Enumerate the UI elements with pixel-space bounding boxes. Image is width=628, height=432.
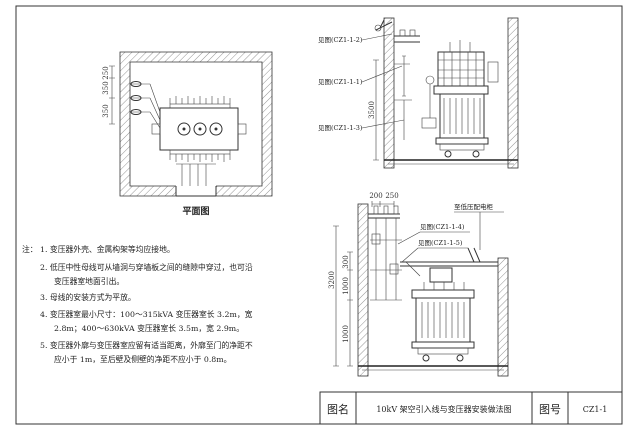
elev-bot-dim-side-2: 1000 [342, 277, 350, 295]
elev-bot-label-distribution: 至低压配电柜 [454, 202, 494, 211]
elev-bot-dim-side-1: 300 [342, 255, 350, 268]
plan-view-title: 平面图 [182, 206, 209, 217]
elev-top-label-2: 见图(CZ1-1-1) [318, 78, 363, 86]
plan-door-opening [176, 184, 216, 198]
elev-bot-label-2: 见图(CZ1-1-5) [418, 239, 463, 247]
elev-bot-left-wall [357, 203, 369, 377]
note-1: 1. 变压器外壳、金属构架等均应接地。 [40, 244, 175, 254]
elevation-top: 见图(CZ1-1-2) 见图(CZ1-1-1) 见图(CZ1-1-3) 3500 [318, 17, 519, 169]
title-block-number: CZ1-1 [583, 405, 608, 414]
plan-dim-3: 350 [102, 104, 110, 117]
elev-bot-label-1: 见图(CZ1-1-4) [420, 223, 465, 231]
note-3: 3. 母线的安装方式为平放。 [40, 292, 136, 302]
elev-bot-transformer [411, 267, 475, 362]
elev-bot-right-wall [497, 257, 509, 377]
note-5-cont: 应小于 1m，至后壁及侧壁的净距不应小于 0.8m。 [54, 354, 231, 364]
elev-top-left-wall [383, 17, 395, 169]
plan-view: 250 350 350 平面图 [102, 51, 273, 217]
elev-top-label-3: 见图(CZ1-1-3) [318, 124, 363, 132]
plan-wall [119, 51, 273, 197]
elev-top-insulators [374, 19, 420, 43]
elev-top-transformer [421, 40, 499, 158]
note-4-cont: 2.8m；400～630kVA 变压器室长 3.5m，宽 2.9m。 [54, 323, 244, 333]
title-block-name: 10kV 架空引入线与变压器安装做法图 [376, 404, 511, 414]
note-2-cont: 变压器室地面引出。 [54, 276, 124, 286]
notes-prefix: 注： [22, 244, 38, 254]
elev-bot-dim-top-1: 200 [369, 192, 382, 200]
plan-dimensions: 250 350 350 [102, 65, 115, 125]
plan-dim-1: 250 [102, 66, 110, 79]
title-block: 图名 10kV 架空引入线与变压器安装做法图 图号 CZ1-1 [319, 391, 623, 425]
elev-bot-insulators [368, 205, 402, 301]
elev-top-right-wall [507, 17, 519, 169]
title-block-number-label: 图号 [539, 403, 561, 416]
elev-top-label-1: 见图(CZ1-1-2) [318, 36, 363, 44]
note-5: 5. 变压器外廓与变压器室应留有适当距离，外廓至门的净距不 [40, 340, 253, 350]
notes: 注： 1. 变压器外壳、金属构架等均应接地。 2. 低压中性母线可从墙洞与穿墙板… [22, 244, 253, 364]
elev-bot-dim-side-3: 1000 [342, 325, 350, 343]
elev-bot-dim-top-2: 250 [385, 192, 398, 200]
elevation-bottom: 200 250 [328, 192, 509, 377]
plan-door [175, 186, 217, 197]
note-4: 4. 变压器室最小尺寸：100～315kVA 变压器室长 3.2m，宽 [40, 309, 253, 319]
elev-top-dim-height: 3500 [368, 101, 376, 119]
elev-bot-dim-total: 3200 [328, 271, 336, 289]
plan-transformer [151, 96, 247, 162]
sheet-border [15, 5, 623, 425]
plan-bushings [130, 81, 161, 129]
plan-dim-2: 350 [102, 81, 110, 94]
title-block-name-label: 图名 [327, 402, 349, 416]
note-2: 2. 低压中性母线可从墙洞与穿墙板之间的缝隙中穿过，也可沿 [40, 262, 253, 272]
